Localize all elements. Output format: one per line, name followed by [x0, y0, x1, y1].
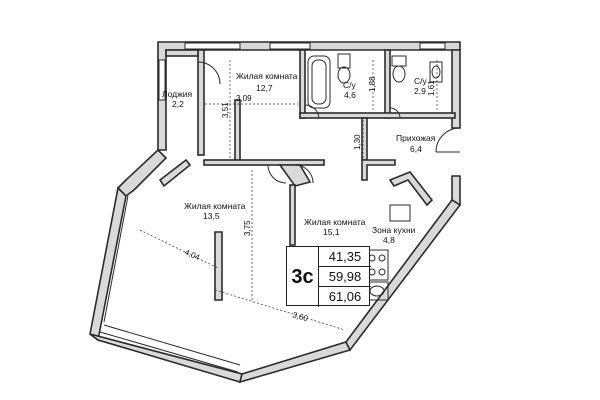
room-area-bath2: 2,9	[414, 86, 426, 96]
room-area-living1: 12,7	[256, 83, 273, 93]
toilet-bowl-2	[392, 65, 406, 83]
room-area-living3: 15,1	[323, 227, 340, 237]
room-area-hall: 6,4	[410, 144, 422, 154]
dim-3-60: 3,60	[291, 310, 309, 323]
room-name-living2: Жилая комната	[184, 201, 246, 211]
room-name-living1: Жилая комната	[236, 71, 298, 81]
room-labels: Лоджия 2,2 Жилая комната 12,7 С/у 4,6 С/…	[162, 71, 436, 245]
dimension-lines	[139, 60, 438, 331]
apartment-type: 3с	[287, 247, 319, 307]
room-area-kitchen: 4,8	[383, 235, 395, 245]
apartment-summary-badge: 3с 41,35 59,98 61,06	[286, 246, 371, 307]
room-name-living3: Жилая комната	[304, 217, 366, 227]
bathtub	[307, 55, 331, 109]
dim-3-09: 3,09	[236, 94, 252, 103]
dim-3-75: 3,75	[243, 220, 252, 236]
exterior-walls	[89, 41, 462, 384]
room-area-bath1: 4,6	[344, 90, 356, 100]
dim-1-88: 1,88	[368, 76, 377, 92]
sink	[429, 61, 443, 83]
toilet-bowl	[337, 66, 351, 84]
living-area-value: 41,35	[319, 247, 371, 267]
area-with-loggia-value: 61,06	[328, 289, 362, 304]
interior-walls	[158, 49, 456, 301]
room-name-loggia: Лоджия	[162, 89, 193, 99]
dim-1-30: 1,30	[353, 134, 362, 150]
room-name-kitchen: Зона кухни	[372, 225, 416, 235]
toilet-tank	[337, 53, 351, 69]
dimension-labels: 3,51 3,09 1,88 1,61 1,30 3,75 4,04 3,60	[183, 76, 436, 323]
dim-1-61: 1,61	[427, 80, 436, 96]
dim-3-51: 3,51	[221, 102, 230, 118]
doors	[197, 61, 461, 184]
room-name-hall: Прихожая	[396, 133, 436, 143]
room-area-living2: 13,5	[203, 211, 220, 221]
total-area-value: 59,98	[319, 267, 371, 287]
room-area-loggia: 2,2	[172, 99, 184, 109]
dim-4-04: 4,04	[183, 248, 201, 263]
room-name-bath1: С/у	[343, 80, 357, 90]
room-name-bath2: С/у	[414, 76, 428, 86]
